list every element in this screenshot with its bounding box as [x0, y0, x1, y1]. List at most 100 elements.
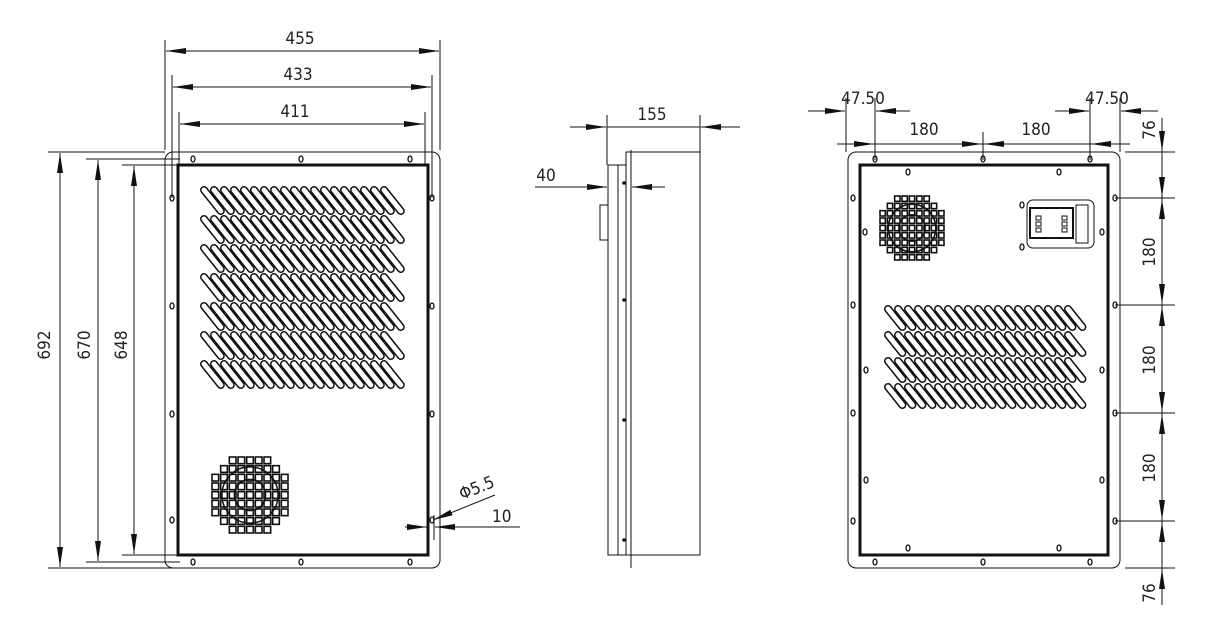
fan-grille-cell	[245, 516, 255, 526]
fan-grille-cell	[228, 473, 237, 482]
fan-grille-cell	[915, 231, 923, 239]
fan-grille-cell	[901, 195, 909, 203]
fan-grille-cell	[901, 253, 909, 261]
fan-grille-cell	[211, 499, 220, 508]
fan-grille-cell	[228, 508, 237, 517]
dim-height-692: 692	[35, 330, 55, 359]
fan-grille-cell	[237, 482, 246, 491]
fan-grille-cell	[886, 224, 894, 232]
mounting-hole	[863, 366, 869, 374]
dim-vertical-top-76: 76	[1140, 120, 1160, 139]
fan-grille-cell	[254, 490, 263, 500]
mounting-hole	[1056, 168, 1062, 176]
mounting-hole	[850, 517, 856, 525]
mounting-hole	[850, 194, 856, 202]
fan-grille-cell	[923, 209, 931, 217]
rear-view: 47.50 47.50 180 180 76 180 180 180	[808, 89, 1175, 605]
fan-grille-cell	[228, 482, 237, 491]
fan-grille-cell	[280, 508, 289, 517]
dim-vertical-180-3: 180	[1140, 453, 1160, 482]
fan-grille-cell	[908, 239, 916, 247]
fan-grille-cell	[219, 516, 229, 526]
fan-grille-cell	[280, 490, 289, 500]
mounting-hole	[980, 558, 986, 566]
mounting-hole	[407, 558, 413, 566]
fan-grille-cell	[245, 464, 255, 474]
fan-grille-cell	[908, 209, 916, 217]
fan-grille-cell	[908, 224, 916, 232]
dim-pitch-h-2: 180	[1021, 120, 1050, 140]
mounting-hole	[850, 301, 856, 309]
fan-grille-cell	[915, 209, 923, 217]
fan-grille-cell	[280, 499, 289, 508]
fan-grille-cell	[923, 224, 931, 232]
fan-grille-cell	[879, 209, 887, 217]
fan-grille-cell	[915, 217, 923, 225]
fan-grille-cell	[219, 464, 229, 474]
fan-grille-cell	[879, 224, 887, 232]
fan-grille-cell	[211, 490, 220, 500]
fan-grille-cell	[211, 482, 220, 491]
front-mounting-holes	[169, 155, 435, 566]
dim-flange-40: 40	[536, 166, 555, 186]
fan-grille-cell	[280, 473, 289, 482]
fan-grille-cell	[893, 224, 901, 232]
fan-grille-cell	[886, 246, 894, 254]
fan-grille-cell	[237, 490, 246, 500]
rear-fan-grille	[879, 195, 945, 261]
fan-grille-cell	[908, 253, 916, 261]
front-body	[176, 163, 430, 557]
fan-grille-cell	[915, 239, 923, 247]
mounting-hole	[1099, 366, 1105, 374]
fan-grille-cell	[901, 239, 909, 247]
fan-grille-cell	[271, 464, 281, 474]
rear-flange	[847, 151, 1121, 569]
dim-width-433: 433	[283, 65, 312, 85]
fan-grille-cell	[263, 499, 272, 508]
fan-grille-cell	[923, 195, 931, 203]
fan-grille-cell	[908, 231, 916, 239]
fan-grille-cell	[901, 224, 909, 232]
mounting-hole	[905, 544, 911, 552]
dim-edge-right: 47.50	[1085, 89, 1129, 109]
fan-grille-cell	[937, 217, 945, 225]
fan-grille-cell	[263, 473, 272, 482]
front-view: 455 433 411 692 670 648 Φ5.5 10	[35, 29, 520, 569]
rear-mounting-holes	[850, 155, 1118, 566]
mounting-hole	[1056, 544, 1062, 552]
mounting-hole	[1087, 558, 1093, 566]
fan-grille-cell	[893, 231, 901, 239]
mounting-hole	[1019, 201, 1025, 209]
fan-grille-cell	[237, 508, 246, 517]
fan-grille-cell	[937, 239, 945, 247]
fan-grille-cell	[245, 508, 255, 517]
fan-grille-cell	[254, 482, 263, 491]
dim-width-411: 411	[280, 102, 309, 122]
fan-grille-cell	[901, 217, 909, 225]
fan-grille-cell	[893, 209, 901, 217]
mounting-hole	[190, 155, 196, 163]
fan-grille-cell	[237, 456, 246, 465]
mounting-hole	[190, 558, 196, 566]
fan-grille-cell	[263, 456, 272, 465]
fan-grille-cell	[930, 224, 938, 232]
fan-grille-cell	[228, 490, 237, 500]
fan-grille-cell	[923, 239, 931, 247]
fan-grille-cell	[237, 525, 246, 534]
rear-vent-slots	[884, 305, 1087, 409]
dim-vertical-180-1: 180	[1140, 237, 1160, 266]
fan-grille-cell	[245, 490, 255, 500]
fan-grille-cell	[263, 482, 272, 491]
hole-diameter-label: Φ5.5	[456, 472, 497, 504]
fan-grille-cell	[245, 473, 255, 482]
fan-grille-cell	[930, 202, 938, 210]
dim-pitch-h-1: 180	[909, 120, 938, 140]
fan-grille-cell	[254, 508, 263, 517]
fan-grille-cell	[228, 525, 237, 534]
side-bracket	[599, 204, 609, 241]
mounting-hole	[407, 155, 413, 163]
fan-grille-cell	[923, 217, 931, 225]
dim-vertical-180-2: 180	[1140, 345, 1160, 374]
fan-grille-cell	[908, 217, 916, 225]
